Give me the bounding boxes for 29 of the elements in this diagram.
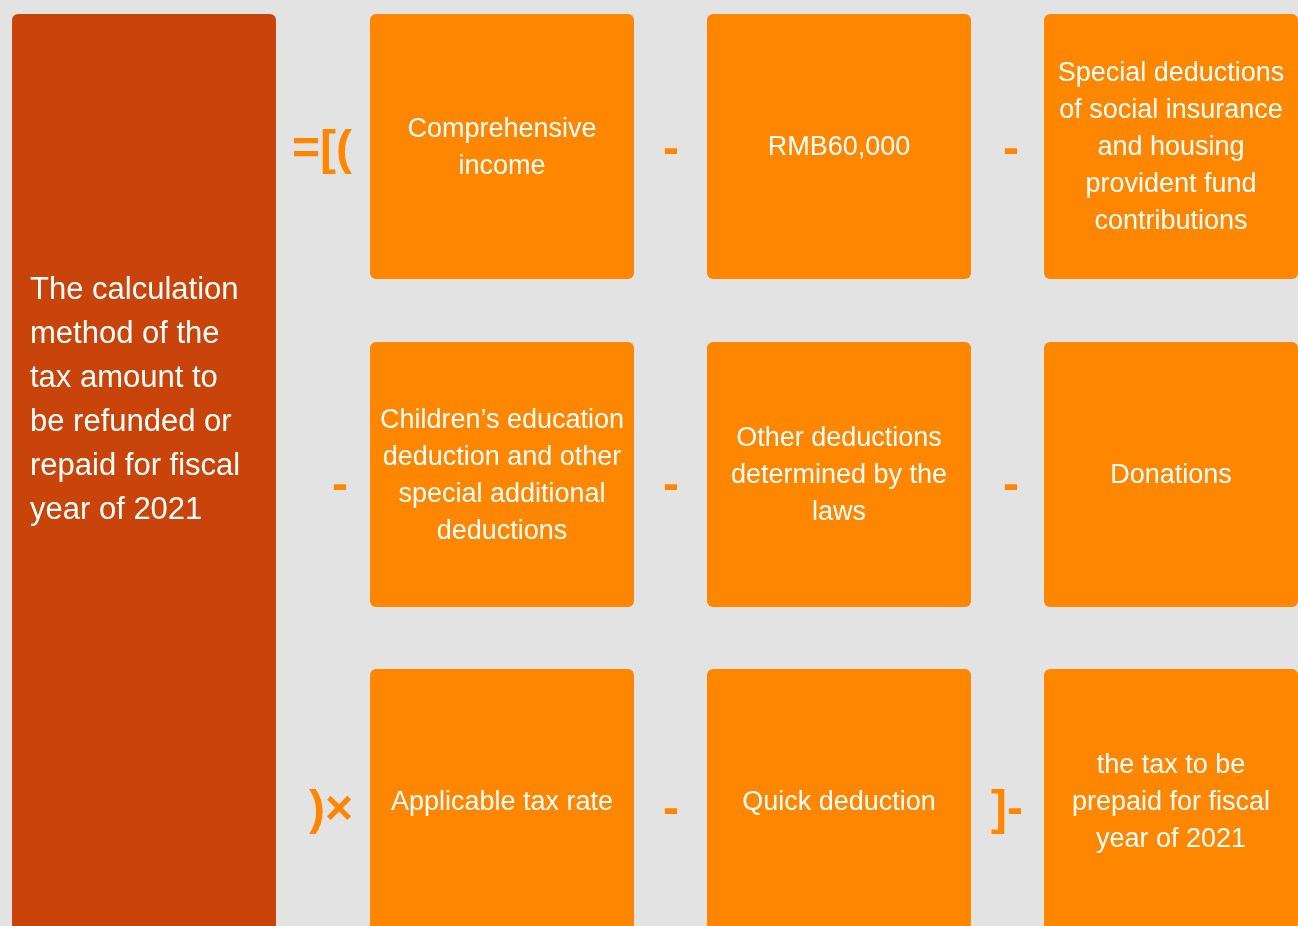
term-text: Quick deduction bbox=[742, 785, 936, 818]
operator-symbol: - bbox=[663, 784, 679, 832]
term-box bbox=[370, 669, 634, 926]
term-box bbox=[1044, 342, 1298, 607]
term-text: Applicable tax rate bbox=[390, 785, 614, 818]
term-text: Other deductions determined by the laws bbox=[729, 421, 949, 528]
operator-symbol: =[( bbox=[292, 124, 352, 172]
operator-symbol: - bbox=[1003, 124, 1019, 172]
operator-symbol: ]- bbox=[991, 784, 1023, 832]
operator-symbol: - bbox=[332, 460, 348, 508]
term-text: Special deductions of social insurance and housing provident fund contributions bbox=[1056, 56, 1286, 237]
operator-symbol: - bbox=[663, 460, 679, 508]
term-text: Donations bbox=[1110, 458, 1232, 491]
term-box bbox=[370, 342, 634, 607]
term-text: RMB60,000 bbox=[767, 130, 911, 163]
term-box bbox=[707, 669, 971, 926]
title-panel bbox=[12, 14, 276, 926]
term-text: Children’s education deduction and other special additional deductions bbox=[378, 402, 626, 547]
term-box bbox=[707, 342, 971, 607]
term-box bbox=[1044, 14, 1298, 279]
operator-symbol: - bbox=[663, 124, 679, 172]
term-box bbox=[1044, 669, 1298, 926]
title-text: The calculation method of the tax amount to be refunded or repaid for fiscal year of 2021 bbox=[30, 270, 242, 528]
term-text: Comprehensive income bbox=[406, 111, 598, 182]
operator-symbol: - bbox=[1003, 460, 1019, 508]
term-box bbox=[707, 14, 971, 279]
term-text: the tax to be prepaid for fiscal year of 2021 bbox=[1070, 748, 1272, 855]
operator-symbol: )× bbox=[309, 784, 353, 832]
term-box bbox=[370, 14, 634, 279]
